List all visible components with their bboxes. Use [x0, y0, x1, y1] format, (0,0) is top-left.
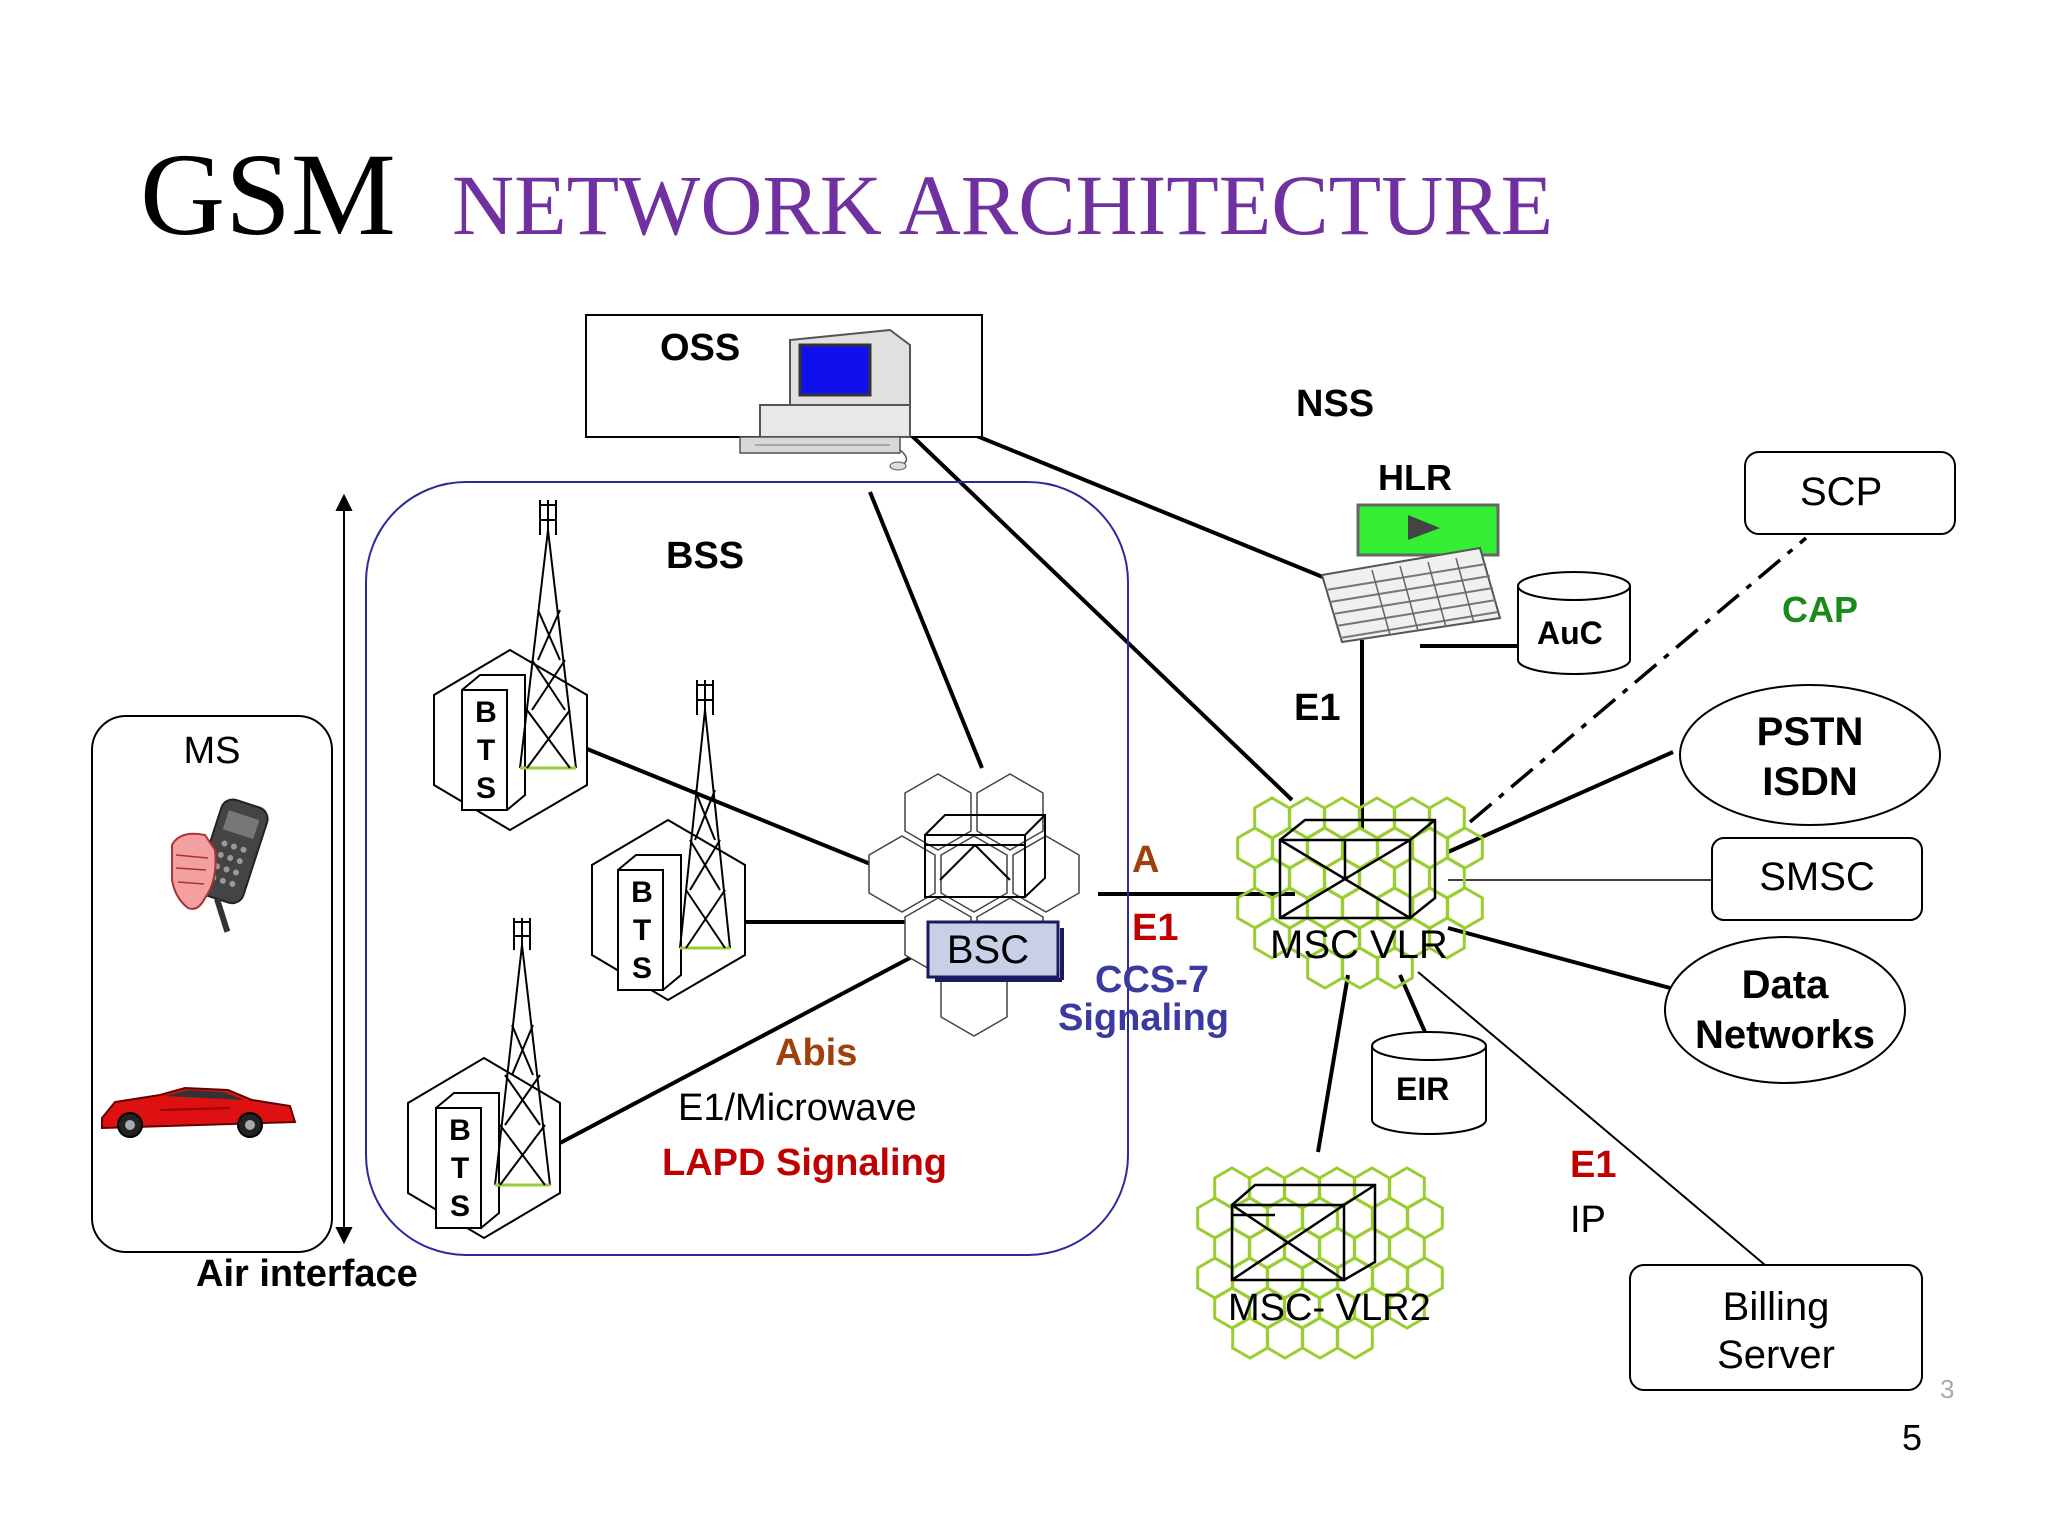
bts-letter-t: T [633, 914, 651, 947]
oss-label: OSS [660, 327, 740, 369]
link-bts1-bsc [559, 736, 906, 880]
e1-billing-label: E1 [1570, 1144, 1616, 1186]
link-msc-billing [1417, 971, 1766, 1266]
a-label: A [1132, 839, 1159, 881]
auc-label: AuC [1537, 615, 1603, 651]
ip-label: IP [1570, 1199, 1606, 1241]
bts-letter-t: T [477, 734, 495, 767]
link-oss-msc [906, 430, 1294, 802]
data-networks-ellipse [1664, 936, 1906, 1084]
bts-1: B T S [433, 500, 588, 832]
title-network-architecture: NETWORK ARCHITECTURE [452, 157, 1553, 253]
pstn-isdn-ellipse [1679, 684, 1941, 826]
database-cylinder-icon [1371, 1031, 1487, 1135]
server-rack-icon [1320, 503, 1502, 644]
nss-label: NSS [1296, 383, 1374, 425]
hlr-label: HLR [1378, 457, 1452, 498]
ms-label: MS [184, 730, 241, 772]
link-oss-bsc [868, 491, 984, 769]
link-oss-hlr [917, 410, 1336, 584]
air-interface-label: Air interface [196, 1253, 418, 1295]
bts-letter-b: B [449, 1114, 471, 1147]
signaling-label: Signaling [1058, 997, 1229, 1039]
switch-cube-icon [924, 814, 1046, 898]
antenna-tower-icon [679, 680, 731, 950]
msc-vlr-label: MSC VLR [1270, 923, 1448, 967]
ccs7-label: CCS-7 [1095, 959, 1209, 1001]
corner-number: 3 [1940, 1374, 1954, 1404]
lapd-signaling-label: LAPD Signaling [662, 1142, 947, 1184]
hand-phone-icon [171, 798, 269, 933]
msc-vlr2-label: MSC- VLR2 [1228, 1287, 1431, 1329]
bss-region [365, 481, 1129, 1256]
bts-letter-b: B [475, 696, 497, 729]
switch-cube-icon [1278, 818, 1437, 920]
oss-block: OSS [585, 314, 983, 471]
bts-letter-s: S [476, 772, 496, 805]
pstn-label: PSTN [1757, 710, 1864, 754]
scp-label: SCP [1800, 470, 1882, 514]
bts-letter-s: S [450, 1190, 470, 1223]
e1-microwave-label: E1/Microwave [678, 1087, 917, 1129]
air-interface-arrow [335, 493, 353, 1245]
smsc-box [1711, 837, 1923, 921]
e1-hlr-label: E1 [1294, 687, 1340, 729]
smsc-label: SMSC [1759, 855, 1875, 899]
data-label: Data [1742, 963, 1829, 1007]
billing-label: Billing [1723, 1285, 1830, 1329]
isdn-label: ISDN [1762, 760, 1858, 804]
cap-label: CAP [1782, 589, 1858, 630]
link-msc-vlr2 [1316, 974, 1350, 1153]
connection-lines [559, 410, 1808, 1266]
bsc-box [926, 920, 1060, 979]
bts-letter-s: S [632, 952, 652, 985]
billing-server-box [1629, 1264, 1923, 1391]
server-label: Server [1717, 1333, 1835, 1377]
abis-label: Abis [775, 1032, 857, 1074]
ms-box [91, 715, 333, 1253]
computer-icon [739, 328, 911, 471]
link-msc-scp-cap [1468, 536, 1808, 824]
bts-letter-t: T [451, 1152, 469, 1185]
networks-label: Networks [1695, 1013, 1875, 1057]
car-icon [101, 1086, 297, 1138]
bss-label: BSS [666, 535, 744, 577]
e1-a-label: E1 [1132, 907, 1178, 949]
eir-label: EIR [1396, 1071, 1449, 1107]
bts-3: B T S [407, 918, 561, 1240]
bts-2: B T S [591, 680, 746, 1002]
antenna-tower-icon [519, 500, 577, 770]
slide-number: 5 [1902, 1417, 1922, 1458]
link-msc-pstn [1447, 750, 1674, 854]
title-gsm: GSM [140, 129, 396, 260]
link-bts3-bsc [559, 948, 926, 1145]
link-msc-data [1447, 926, 1671, 990]
antenna-tower-icon [494, 918, 551, 1187]
bts-letter-b: B [631, 876, 653, 909]
bsc-hex-cluster [868, 773, 1080, 1037]
bsc-label: BSC [947, 928, 1029, 972]
switch-cube-icon [1230, 1183, 1377, 1282]
scp-box [1744, 451, 1956, 535]
database-cylinder-icon [1517, 571, 1631, 675]
